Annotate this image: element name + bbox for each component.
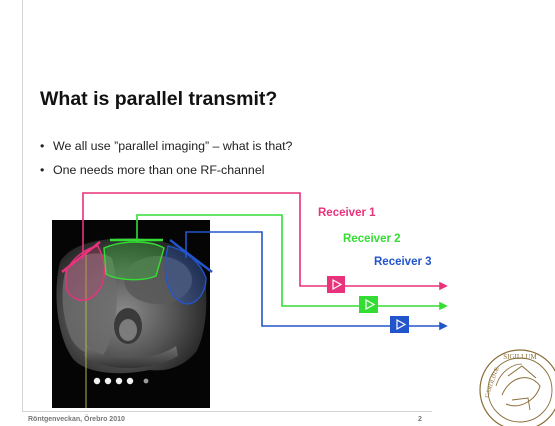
amplifier-3 (390, 316, 409, 333)
page-number: 2 (418, 416, 422, 423)
channel-1 (82, 192, 448, 291)
amplifier-2 (359, 296, 378, 313)
svg-text:CAROLINÆ: CAROLINÆ (484, 366, 501, 399)
channel-2 (136, 214, 448, 311)
coil-region-1 (65, 245, 106, 301)
amplifier-1 (327, 276, 345, 293)
bullet-item: •We all use ”parallel imaging” – what is… (40, 139, 293, 153)
coil-region-2 (103, 241, 165, 281)
slide-title: What is parallel transmit? (40, 88, 278, 110)
coil-1 (61, 241, 101, 273)
bullet-list: •We all use ”parallel imaging” – what is… (40, 139, 292, 187)
slide-frame-left (22, 0, 23, 412)
bullet-item: •One needs more than one RF-channel (40, 163, 265, 177)
slide-frame-bottom (22, 411, 432, 412)
receiver-1-label: Receiver 1 (318, 207, 376, 219)
phantom-markers (93, 377, 149, 385)
receiver-3-label: Receiver 3 (374, 256, 432, 268)
footer-text: Röntgenveckan, Örebro 2010 (28, 416, 125, 423)
coil-3 (169, 239, 213, 273)
channel-3 (185, 231, 448, 331)
university-seal-logo: SIGILLUM CAROLINÆ (479, 349, 555, 426)
svg-text:SIGILLUM: SIGILLUM (503, 353, 537, 361)
receiver-2-label: Receiver 2 (343, 233, 401, 245)
